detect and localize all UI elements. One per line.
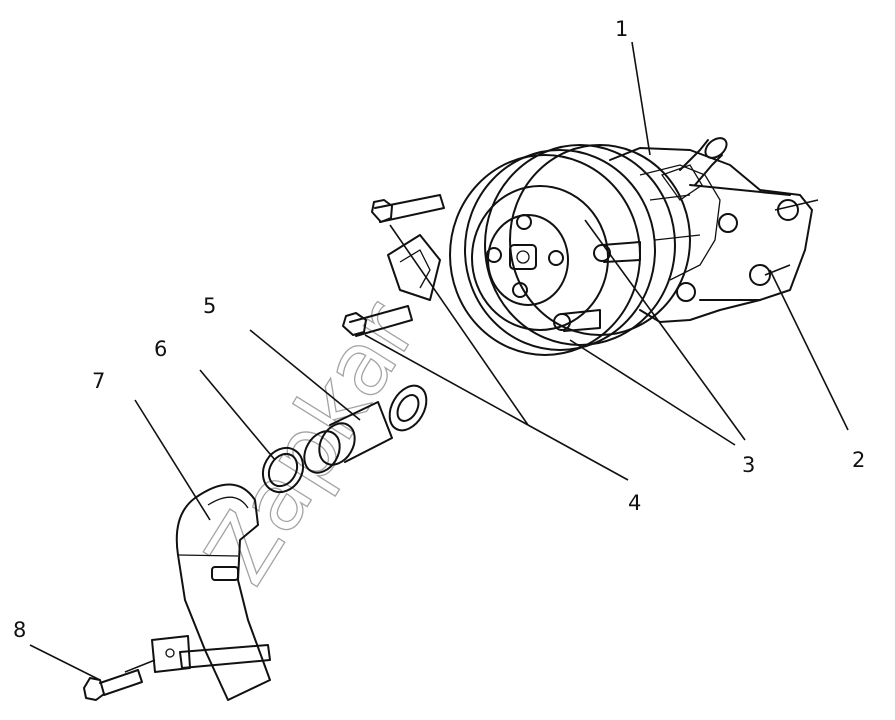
callout-2: 2 (852, 448, 865, 472)
callouts: 1 2 3 4 5 6 7 8 (13, 17, 865, 642)
leader-lines (29, 41, 849, 681)
gasket (387, 234, 441, 301)
callout-7: 7 (92, 369, 105, 393)
elbow-hose (151, 483, 271, 701)
callout-1: 1 (615, 17, 628, 41)
callout-3: 3 (742, 453, 755, 477)
spigot-pipe (303, 384, 428, 474)
pulley-bolts (561, 241, 641, 332)
callout-6: 6 (154, 337, 167, 361)
callout-4: 4 (628, 491, 641, 515)
pulley (449, 144, 691, 356)
callout-8: 8 (13, 618, 26, 642)
watermark: Zapkar (185, 283, 437, 601)
callout-5: 5 (203, 294, 216, 318)
clamp-bolt (83, 669, 143, 701)
nozzle-fitting (660, 137, 728, 201)
long-bolts (342, 194, 445, 337)
o-ring (261, 446, 305, 494)
